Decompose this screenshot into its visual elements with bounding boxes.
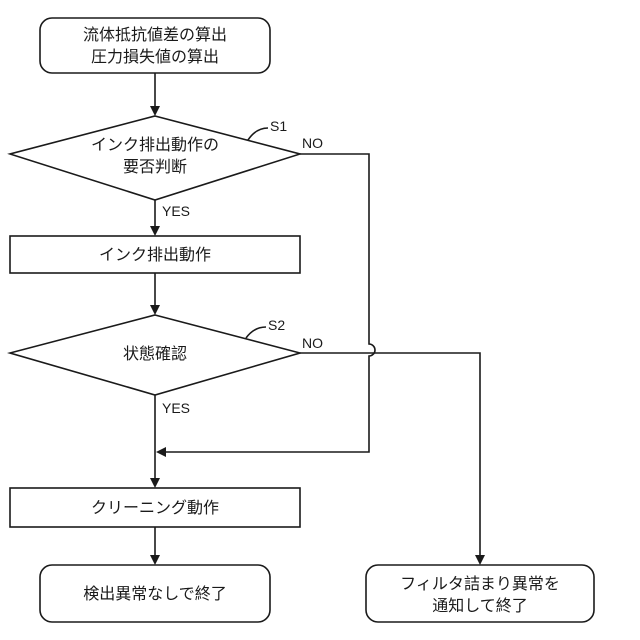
start-node-line-2: 圧力損失値の算出 [91, 47, 219, 66]
s2-no-label: NO [302, 335, 323, 351]
arrowhead [475, 555, 485, 565]
decision-s2-label: 状態確認 [123, 344, 187, 363]
ink-discharge-label: インク排出動作 [99, 245, 211, 264]
end-ok-label: 検出異常なしで終了 [83, 584, 227, 603]
arrowhead [150, 226, 160, 236]
decision-s1-line-2: 要否判断 [123, 157, 187, 176]
arrowhead [150, 305, 160, 315]
connector-s2-no [300, 353, 480, 555]
arrowhead [150, 555, 160, 565]
arrowhead [156, 447, 166, 457]
end-filter-line-2: 通知して終了 [432, 596, 528, 615]
cleaning-label: クリーニング動作 [91, 498, 219, 517]
step-leader-s1 [248, 128, 268, 140]
end-filter-line-1: フィルタ詰まり異常を [400, 574, 560, 593]
s1-yes-label: YES [162, 203, 190, 219]
arrowhead [150, 106, 160, 116]
arrowhead [150, 478, 160, 488]
connector-s1-no [166, 154, 375, 452]
s2-yes-label: YES [162, 400, 190, 416]
decision-s1-line-1: インク排出動作の [91, 135, 219, 154]
step-label-s1: S1 [270, 118, 287, 134]
step-leader-s2 [246, 327, 266, 338]
s1-no-label: NO [302, 135, 323, 151]
start-node-line-1: 流体抵抗値差の算出 [83, 25, 227, 44]
step-label-s2: S2 [268, 317, 285, 333]
